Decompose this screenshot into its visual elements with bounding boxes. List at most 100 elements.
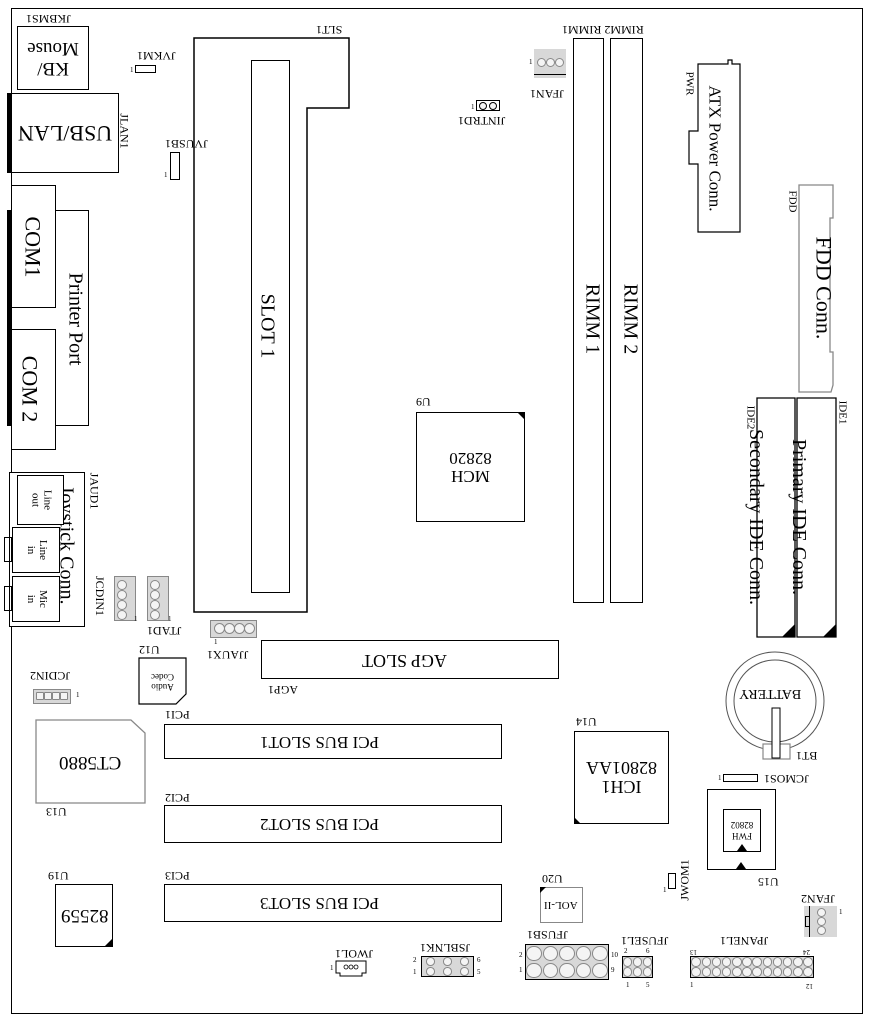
header-pin xyxy=(575,945,592,962)
jpanel1-header[interactable] xyxy=(690,956,814,978)
mch-pin1-marker xyxy=(517,412,525,420)
jjaux1-header[interactable] xyxy=(210,620,257,638)
pci-slot-3[interactable]: PCI BUS SLOT3 xyxy=(164,884,502,922)
bt1-label: BT1 xyxy=(796,749,818,763)
rimm2-slot[interactable]: RIMM 2 xyxy=(610,38,643,603)
header-pin xyxy=(701,967,711,977)
aol-pin1-marker xyxy=(540,887,546,893)
header-pin xyxy=(691,967,701,977)
jfusb1-label: JFUSB1 xyxy=(527,928,568,942)
kb-mouse-connector[interactable]: KB/ Mouse xyxy=(17,26,89,90)
jfusel1-pin1: 1 xyxy=(626,981,630,989)
mch-chip[interactable]: MCH 82820 xyxy=(416,412,525,522)
line-in-tab xyxy=(4,537,12,562)
com2-port[interactable]: COM 2 xyxy=(11,329,56,450)
header-pin xyxy=(542,962,559,979)
usb-lan-bracket xyxy=(7,93,13,173)
header-pin xyxy=(559,945,575,962)
header-pin xyxy=(721,967,732,977)
header-pin xyxy=(803,967,813,977)
jwom1-label: JWOM1 xyxy=(677,859,692,901)
header-pin xyxy=(772,957,783,967)
usb-lan-connector[interactable]: USB/LAN xyxy=(11,93,119,173)
jpanel1-pin12: 12 xyxy=(806,982,813,990)
fwh-socket-marker xyxy=(736,862,746,869)
jfan2-header[interactable] xyxy=(804,906,837,937)
jsblnk1-header[interactable] xyxy=(421,956,474,977)
rimm1-slot[interactable]: RIMM 1 xyxy=(573,38,604,603)
ich-chip[interactable]: ICH1 82801AA xyxy=(574,731,669,824)
jpanel1-label: JPANEL1 xyxy=(720,934,769,948)
jcdin1-pin1: 1 xyxy=(134,615,138,623)
jtad1-header[interactable] xyxy=(147,576,169,621)
jcdin2-pin1: 1 xyxy=(76,691,80,699)
jcmos1-label: JCMOS1 xyxy=(764,772,809,786)
header-pin xyxy=(803,957,813,967)
jintrd1-jumper[interactable] xyxy=(476,100,500,111)
jfusel1-header[interactable] xyxy=(622,956,653,978)
battery[interactable] xyxy=(726,652,824,750)
header-pin xyxy=(711,957,722,967)
header-pin xyxy=(762,957,772,967)
header-pin xyxy=(526,962,542,979)
jtad1-pin1: 1 xyxy=(168,615,172,623)
aol-chip[interactable]: AOL-II xyxy=(540,887,583,923)
jwom1-jumper[interactable] xyxy=(668,873,676,889)
header-pin xyxy=(443,957,452,967)
line-in-jack[interactable]: Line in xyxy=(12,527,60,573)
fwh-pin1-marker xyxy=(737,844,747,851)
header-pin xyxy=(642,957,652,967)
com1-port[interactable]: COM1 xyxy=(11,185,56,308)
jwom1-pin1: 1 xyxy=(663,886,667,894)
jcdin2-header[interactable] xyxy=(33,689,71,704)
header-pin xyxy=(793,957,803,967)
line-out-jack[interactable]: Line out xyxy=(17,475,64,525)
header-pin xyxy=(772,967,783,977)
jsblnk1-pin5: 5 xyxy=(477,968,481,976)
jvkm1-jumper[interactable] xyxy=(135,65,156,73)
header-pin xyxy=(623,967,633,977)
header-pin xyxy=(542,945,559,962)
header-pin xyxy=(592,945,608,962)
header-pin xyxy=(592,962,608,979)
jsblnk1-pin1: 1 xyxy=(413,968,417,976)
slot1-connector[interactable]: SLOT 1 xyxy=(251,60,290,593)
jsblnk1-pin6: 6 xyxy=(477,956,481,964)
io-bracket xyxy=(7,210,13,426)
header-pin xyxy=(691,957,701,967)
mic-in-jack[interactable]: Mic in xyxy=(12,576,60,622)
fwh-chip[interactable]: FWH 82802 xyxy=(723,809,761,852)
jcmos1-jumper[interactable] xyxy=(723,774,758,782)
agp-slot[interactable]: AGP SLOT xyxy=(261,640,559,679)
pci-slot-1[interactable]: PCI BUS SLOT1 xyxy=(164,724,502,759)
header-pin xyxy=(732,967,742,977)
pci-slot-2[interactable]: PCI BUS SLOT2 xyxy=(164,805,502,843)
jsblnk1-label: JSBLNK1 xyxy=(420,941,471,955)
fwh-line1: FWH xyxy=(732,830,752,841)
jpanel1-pin1: 1 xyxy=(690,981,694,989)
header-pin xyxy=(701,957,711,967)
jvusb1-jumper[interactable] xyxy=(170,152,180,180)
jfan2-label: JFAN2 xyxy=(801,892,835,906)
header-pin xyxy=(426,957,435,967)
jfusel1-pin2: 2 xyxy=(624,947,628,955)
jwol1-header[interactable] xyxy=(335,960,367,977)
jfusb1-header[interactable] xyxy=(525,944,609,980)
u19-chip[interactable]: 82559 xyxy=(55,884,113,947)
u15-label: U15 xyxy=(758,875,779,889)
header-pin xyxy=(632,967,643,977)
jcdin1-header[interactable] xyxy=(114,576,136,621)
jfusb1-pin9: 9 xyxy=(611,966,615,974)
header-pin xyxy=(742,957,752,967)
header-pin xyxy=(559,962,575,979)
header-pin xyxy=(752,957,762,967)
header-pin xyxy=(793,967,803,977)
header-pin xyxy=(642,967,652,977)
jpanel1-pin24: 24 xyxy=(803,948,810,956)
jfan1-header[interactable] xyxy=(534,49,566,78)
header-pin xyxy=(460,957,469,967)
jjaux1-pin1: 1 xyxy=(214,638,218,646)
